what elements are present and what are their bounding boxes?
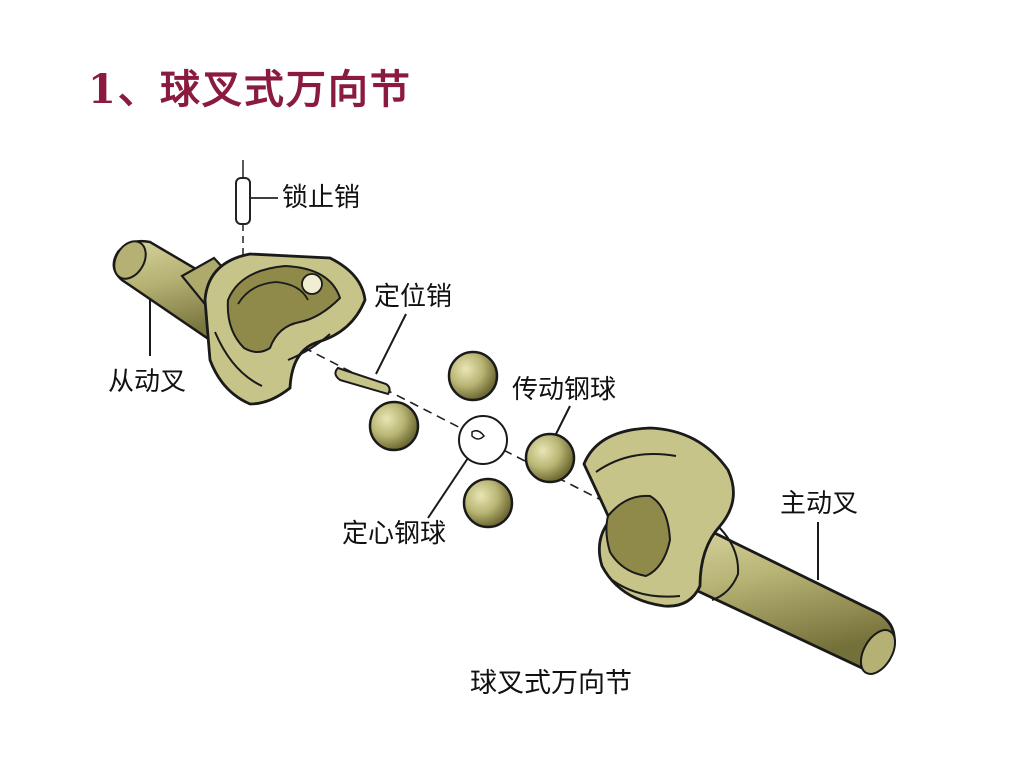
- label-drive-balls: 传动钢球: [512, 375, 616, 405]
- lock-pin-part: [235, 160, 278, 268]
- drive-ball-left: [368, 400, 420, 452]
- locating-pin-part: [334, 313, 407, 396]
- center-ball-part: [427, 415, 508, 519]
- driven-fork-part: [112, 239, 367, 406]
- label-locating-pin: 定位销: [374, 282, 452, 312]
- label-lock-pin: 锁止销: [282, 183, 360, 213]
- label-center-ball: 定心钢球: [342, 519, 446, 549]
- label-driving-fork: 主动叉: [780, 489, 858, 519]
- driving-fork-part: [582, 426, 897, 675]
- drive-ball-bottom: [462, 477, 514, 529]
- center-axis-line: [249, 319, 641, 521]
- drive-ball-top: [447, 350, 499, 402]
- slide-title: 1、球叉式万向节: [88, 66, 412, 113]
- label-driven-fork: 从动叉: [108, 367, 186, 397]
- drive-ball-right: [524, 405, 576, 484]
- diagram-caption: 球叉式万向节: [470, 668, 632, 699]
